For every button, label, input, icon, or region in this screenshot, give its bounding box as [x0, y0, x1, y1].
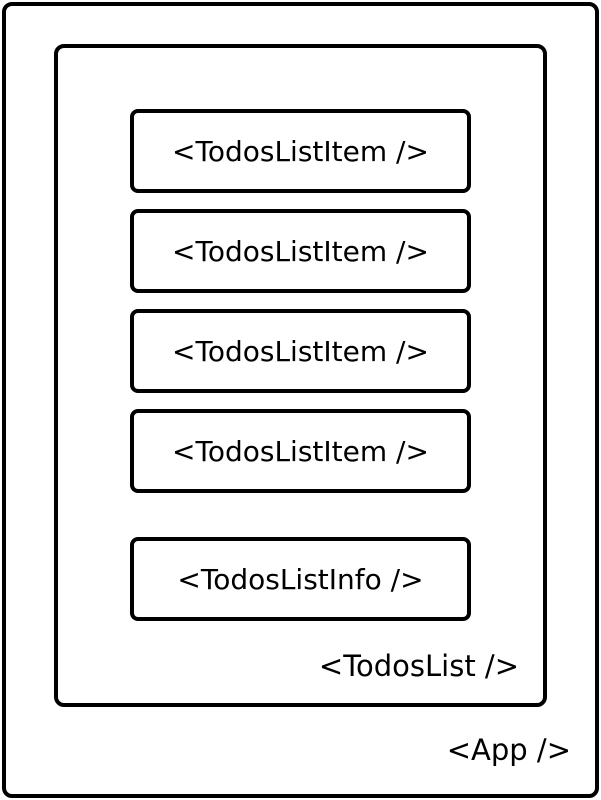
todos-list-item-label: <TodosListItem />	[172, 134, 429, 168]
todos-list-item-label: <TodosListItem />	[172, 334, 429, 368]
todos-list-info-label: <TodosListInfo />	[177, 562, 424, 596]
todos-list-info-box: <TodosListInfo />	[130, 537, 471, 621]
todos-list-item-box-3: <TodosListItem />	[130, 309, 471, 393]
todos-list-label: <TodosList />	[318, 649, 519, 683]
todos-list-item-label: <TodosListItem />	[172, 434, 429, 468]
todos-list-item-box-4: <TodosListItem />	[130, 409, 471, 493]
todos-list-item-label: <TodosListItem />	[172, 234, 429, 268]
todos-list-item-box-2: <TodosListItem />	[130, 209, 471, 293]
todos-list-item-box-1: <TodosListItem />	[130, 109, 471, 193]
app-label: <App />	[446, 733, 571, 767]
